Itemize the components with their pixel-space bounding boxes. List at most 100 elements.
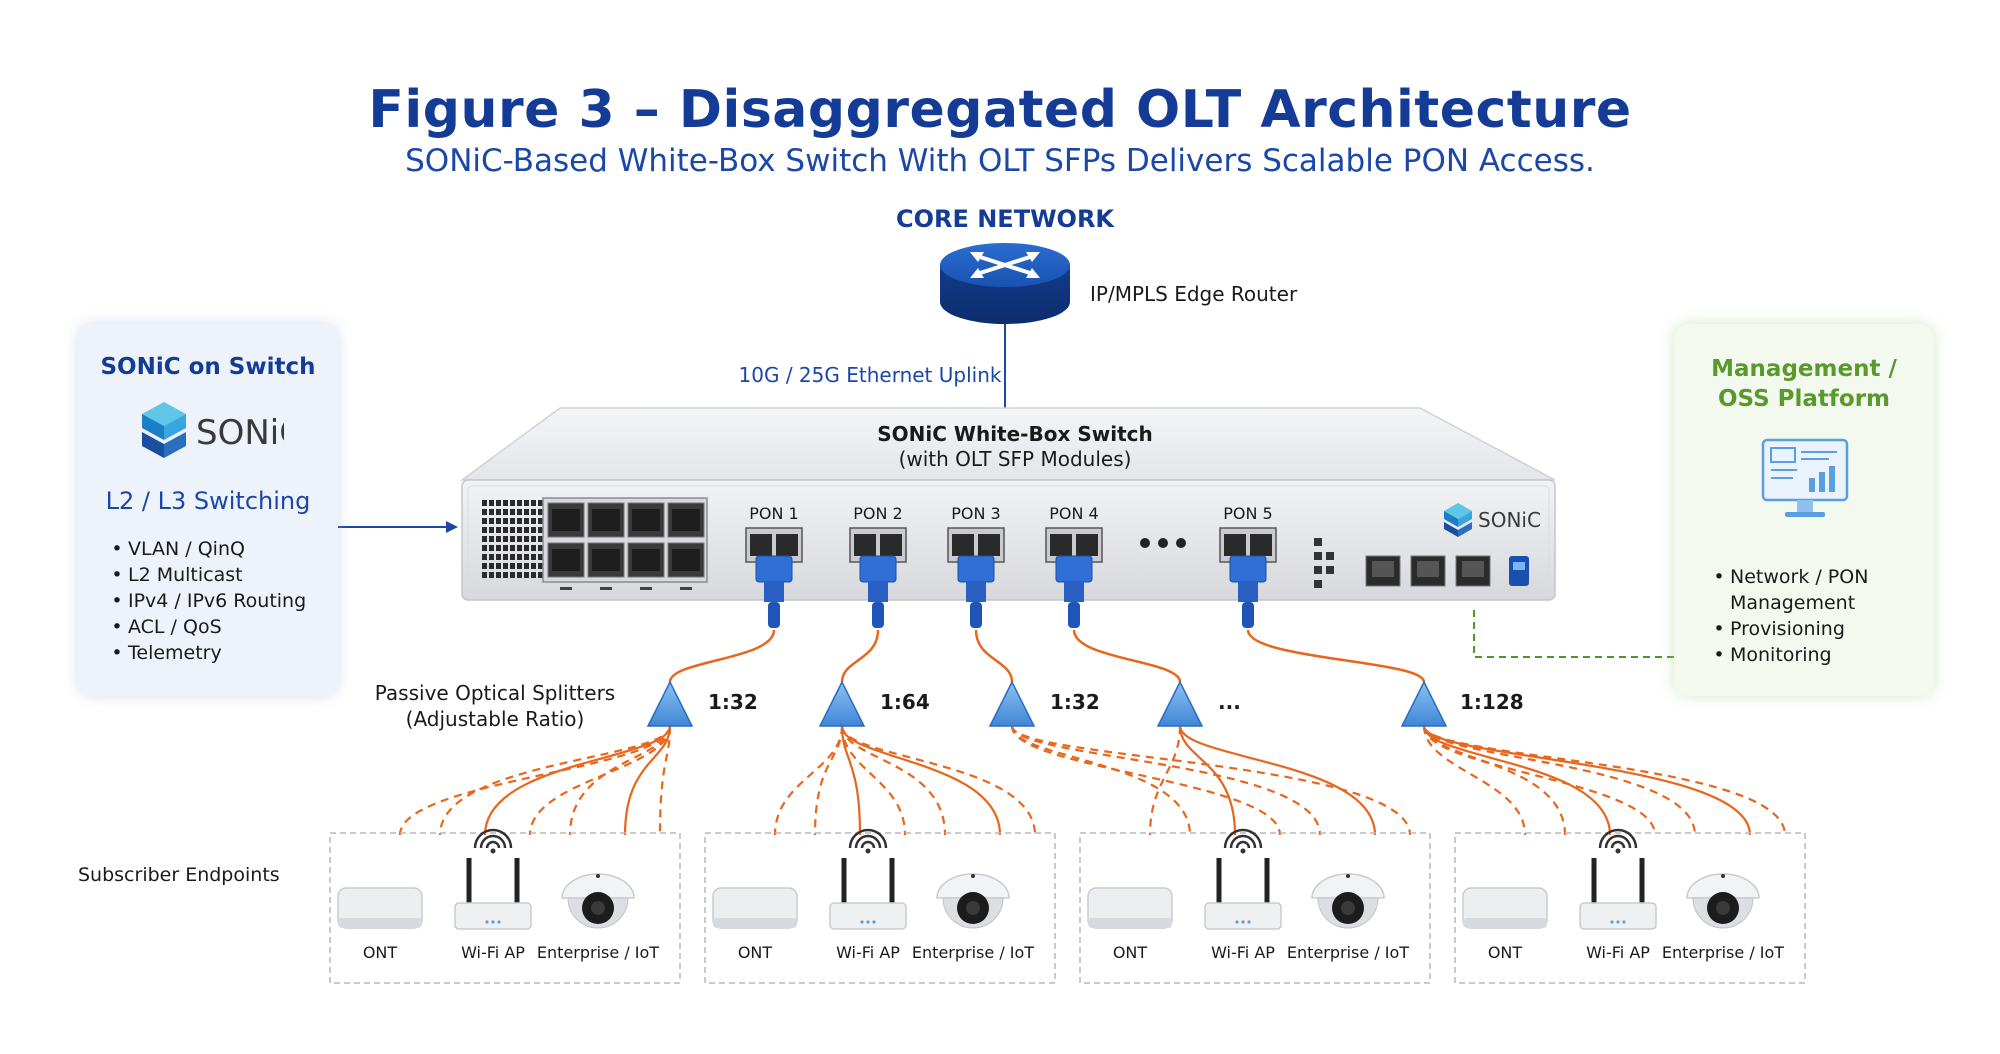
sfp-cage-inner xyxy=(632,549,660,571)
grille-hole xyxy=(489,527,494,533)
grille-hole xyxy=(524,545,529,551)
grille-hole xyxy=(503,518,508,524)
grille-hole xyxy=(538,545,543,551)
grille-hole xyxy=(510,518,515,524)
grille-hole xyxy=(503,500,508,506)
status-leds xyxy=(1314,538,1334,588)
ap-led xyxy=(1616,920,1620,924)
grille-hole xyxy=(489,509,494,515)
grille-hole xyxy=(482,509,487,515)
device-label: Enterprise / IoT xyxy=(911,943,1035,962)
sfp-cage-inner xyxy=(592,509,620,531)
uplink-label: 10G / 25G Ethernet Uplink xyxy=(738,363,1002,387)
ap-led xyxy=(1235,920,1239,924)
camera-icon xyxy=(1311,873,1385,899)
sfp-cage-inner xyxy=(552,549,580,571)
device-label: ONT xyxy=(1487,943,1523,962)
wifi-signal-icon xyxy=(1235,840,1251,849)
wifi-signal-icon xyxy=(1610,840,1626,849)
drop-fiber xyxy=(1178,725,1237,836)
wifi-ap-icon xyxy=(1204,902,1282,930)
figure-title: Figure 3 – Disaggregated OLT Architectur… xyxy=(368,80,1632,140)
grille-hole xyxy=(531,554,536,560)
drop-fiber xyxy=(840,725,862,836)
sfp-lc-port xyxy=(1076,534,1098,556)
sonic-feature-list: VLAN / QinQ L2 Multicast IPv4 / IPv6 Rou… xyxy=(106,536,306,666)
trunk-fiber xyxy=(668,629,776,683)
device-label: Wi-Fi AP xyxy=(1586,943,1650,962)
pon-port-label: PON 2 xyxy=(853,504,903,523)
management-ports xyxy=(1365,555,1529,587)
splitter-icon xyxy=(646,680,694,727)
feature-item: ACL / QoS xyxy=(106,614,306,640)
subscriber-endpoints-label: Subscriber Endpoints xyxy=(78,864,280,886)
grille-hole xyxy=(482,554,487,560)
splitter-icon xyxy=(818,680,866,727)
feature-item: Telemetry xyxy=(106,640,306,666)
grille-hole xyxy=(496,563,501,569)
grille-hole xyxy=(524,572,529,578)
trunk-fiber xyxy=(1072,629,1182,683)
splitter-icon xyxy=(988,680,1036,727)
sonic-panel: SONiC on Switch SONiC L2 / L3 Switching … xyxy=(78,324,338,696)
camera-icon xyxy=(936,873,1010,899)
grille-hole xyxy=(517,527,522,533)
sfp-lc-port xyxy=(1224,534,1246,556)
grille-hole xyxy=(496,572,501,578)
grille-hole xyxy=(517,572,522,578)
drop-fiber xyxy=(1010,725,1412,836)
grille-hole xyxy=(503,527,508,533)
more-ports-ellipsis xyxy=(1140,538,1186,548)
ont-base xyxy=(713,918,797,928)
feature-item-continued: Management xyxy=(1730,592,1856,614)
pon-port-label: PON 1 xyxy=(749,504,799,523)
wifi-signal-icon xyxy=(854,834,882,849)
drop-fiber xyxy=(398,725,672,836)
grille-hole xyxy=(524,500,529,506)
feature-item: Monitoring xyxy=(1708,642,1868,668)
device-label: Wi-Fi AP xyxy=(1211,943,1275,962)
grille-hole xyxy=(510,500,515,506)
connector-strain-relief xyxy=(768,602,780,628)
drop-fiber xyxy=(1422,725,1567,836)
grille-hole xyxy=(489,545,494,551)
switch-sonic-logo-icon: SONiC xyxy=(1440,500,1560,538)
wifi-signal-dot xyxy=(490,848,496,854)
connector-strain-relief xyxy=(970,602,982,628)
lc-connector-icon xyxy=(1229,555,1267,583)
device-label: Enterprise / IoT xyxy=(1661,943,1785,962)
lc-connector-boot xyxy=(868,582,888,602)
fiber-lines xyxy=(398,629,1787,836)
splitters xyxy=(646,680,1448,727)
feature-item: L2 Multicast xyxy=(106,562,306,588)
wifi-signal-dot xyxy=(1240,848,1246,854)
wifi-ap-icon xyxy=(1579,902,1657,930)
drop-fiber xyxy=(1010,725,1322,836)
grille-hole xyxy=(517,545,522,551)
sfp-lc-port xyxy=(978,534,1000,556)
splitter-icon xyxy=(1400,680,1448,727)
drop-fiber xyxy=(840,725,1037,836)
grille-hole xyxy=(531,518,536,524)
sfp-cage-inner xyxy=(672,549,700,571)
grille-hole xyxy=(517,518,522,524)
grille-hole xyxy=(489,572,494,578)
lc-connector-boot xyxy=(966,582,986,602)
pon-port-label: PON 3 xyxy=(951,504,1001,523)
device-label: ONT xyxy=(362,943,398,962)
grille-hole xyxy=(531,536,536,542)
grille-hole xyxy=(489,518,494,524)
ap-led xyxy=(497,920,501,924)
wifi-ap-icon xyxy=(454,902,532,930)
device-label: Wi-Fi AP xyxy=(461,943,525,962)
core-network-label: CORE NETWORK xyxy=(895,205,1115,233)
grille-hole xyxy=(489,563,494,569)
camera-icon xyxy=(1686,873,1760,899)
sfp-cage-inner xyxy=(672,509,700,531)
device-label: Enterprise / IoT xyxy=(1286,943,1410,962)
ap-led xyxy=(485,920,489,924)
grille-hole xyxy=(503,536,508,542)
port-marker xyxy=(600,587,612,590)
grille-hole xyxy=(489,536,494,542)
ont-base xyxy=(1463,918,1547,928)
